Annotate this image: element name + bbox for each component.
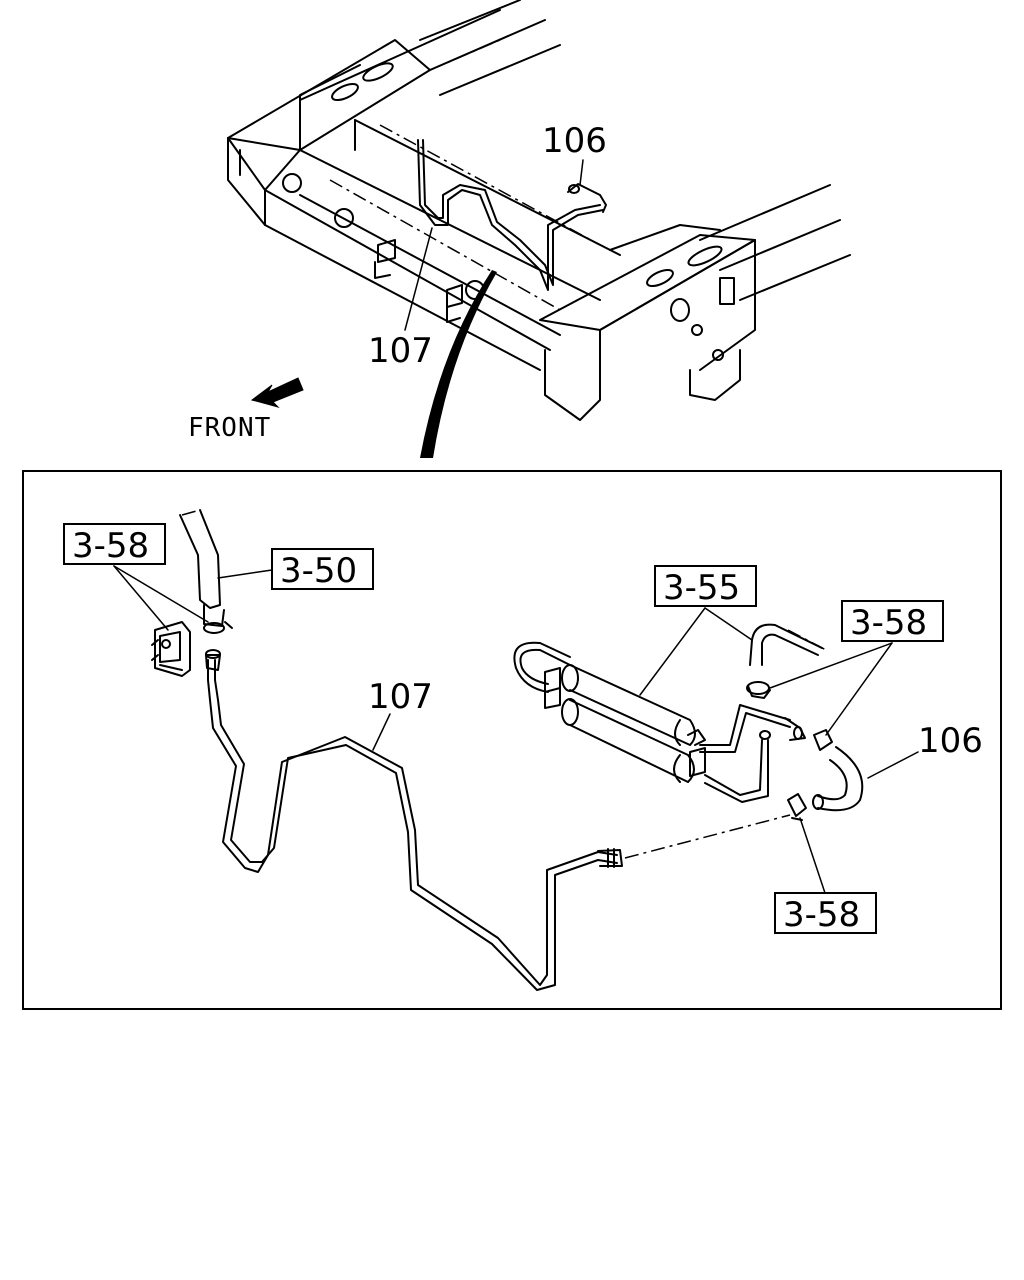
chassis-frame-illustration — [227, 0, 851, 421]
callout-box-3-50 — [271, 548, 374, 590]
callout-box-3-58-right — [841, 600, 944, 642]
callout-3-50: 3-50 — [280, 551, 357, 591]
callout-107-detail: 107 — [368, 677, 433, 717]
steel-pipe-107 — [205, 649, 623, 991]
front-label: FRONT — [188, 413, 271, 443]
pipe-clip-bracket — [151, 621, 191, 677]
callout-3-58-bottom: 3-58 — [783, 895, 860, 935]
callout-3-58-right: 3-58 — [850, 603, 927, 643]
oil-cooler-assembly — [513, 623, 827, 803]
callout-box-3-58-left — [63, 523, 166, 565]
detail-leader-curve — [420, 270, 497, 458]
callout-box-3-55 — [654, 565, 757, 607]
front-direction-arrow-icon — [250, 377, 304, 408]
hose-106 — [812, 729, 864, 812]
callout-106-detail: 106 — [918, 721, 983, 761]
callout-3-55: 3-55 — [663, 568, 740, 608]
upper-callout-107: 107 — [368, 331, 433, 371]
upper-callout-106: 106 — [542, 121, 607, 161]
hose-segment-upper-left — [179, 509, 233, 634]
hose-clamp-bottom — [787, 793, 807, 821]
connection-centerline — [624, 814, 791, 859]
detail-view-frame — [22, 470, 1002, 1010]
callout-3-58-left: 3-58 — [72, 526, 149, 566]
callout-box-3-58-bottom — [774, 892, 877, 934]
